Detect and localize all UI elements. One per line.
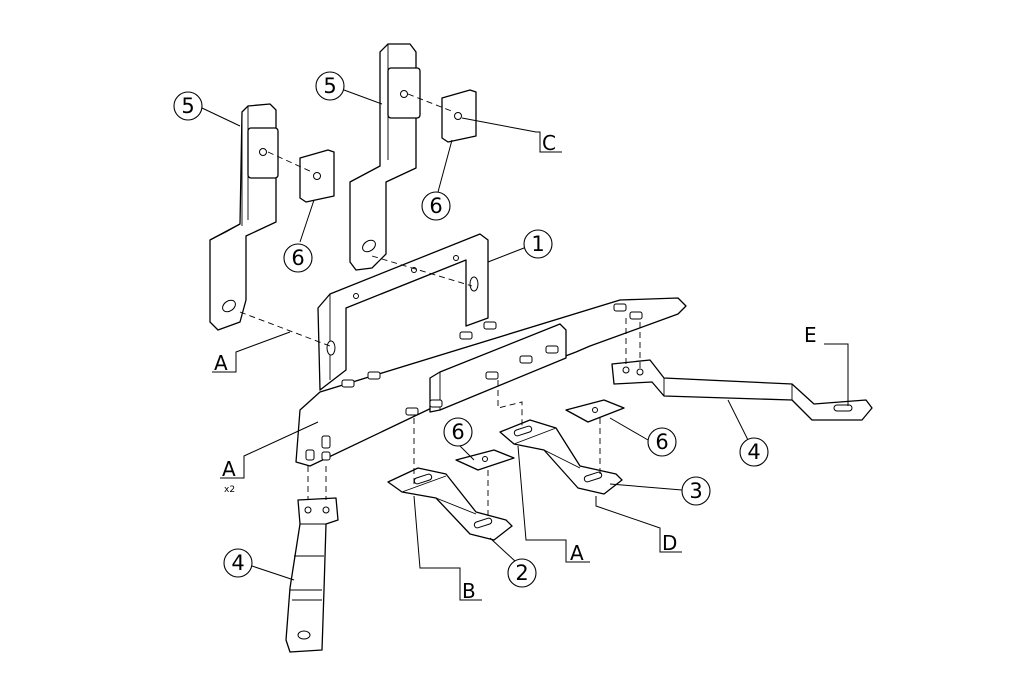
- balloon-6-left: 6: [283, 199, 315, 273]
- svg-text:x2: x2: [224, 485, 235, 495]
- svg-text:A: A: [214, 351, 228, 375]
- plate-part-6-small-a: [455, 449, 515, 471]
- svg-text:6: 6: [291, 246, 304, 270]
- plate-part-6-right: [441, 89, 477, 143]
- svg-text:5: 5: [323, 74, 336, 98]
- ref-label-e: E: [804, 323, 849, 406]
- plate-part-6-left: [299, 149, 335, 203]
- balloon-6-small-a: 6: [443, 417, 475, 461]
- svg-text:1: 1: [531, 232, 544, 256]
- svg-text:2: 2: [515, 561, 528, 585]
- ref-label-a-lower: A: [517, 445, 590, 565]
- svg-text:C: C: [542, 131, 556, 155]
- bracket-part-2: [387, 467, 513, 541]
- ref-label-a-upper: A: [212, 331, 291, 375]
- svg-text:6: 6: [429, 194, 442, 218]
- svg-text:4: 4: [747, 440, 760, 464]
- svg-text:6: 6: [451, 420, 464, 444]
- strap-part-4-right: [611, 359, 873, 421]
- ref-label-a-middle: A x2: [220, 421, 319, 495]
- svg-text:5: 5: [181, 94, 194, 118]
- svg-text:B: B: [462, 579, 476, 603]
- svg-text:3: 3: [689, 479, 702, 503]
- balloon-2: 2: [489, 537, 537, 588]
- balloon-6-right: 6: [421, 139, 453, 221]
- balloon-5-right: 5: [315, 71, 383, 105]
- svg-text:A: A: [222, 457, 236, 481]
- balloon-5-left: 5: [173, 91, 241, 127]
- svg-text:6: 6: [655, 430, 668, 454]
- svg-text:4: 4: [231, 551, 244, 575]
- balloon-1: 1: [487, 229, 553, 263]
- balloon-4-right: 4: [727, 399, 769, 467]
- ref-label-b: B: [413, 495, 482, 603]
- strap-part-4-lower: [285, 497, 339, 653]
- balloon-4-lower: 4: [223, 548, 295, 581]
- bracket-part-5-right: [349, 43, 421, 271]
- ref-label-c: C: [461, 117, 562, 155]
- svg-text:E: E: [804, 323, 817, 347]
- ref-label-d: D: [595, 496, 682, 555]
- bracket-part-3: [499, 419, 623, 495]
- svg-text:A: A: [570, 541, 584, 565]
- balloon-6-small-b: 6: [609, 417, 677, 457]
- bracket-part-5-left: [209, 103, 279, 331]
- balloon-3: 3: [609, 476, 711, 506]
- svg-text:D: D: [662, 531, 677, 555]
- plate-part-6-small-b: [565, 399, 625, 423]
